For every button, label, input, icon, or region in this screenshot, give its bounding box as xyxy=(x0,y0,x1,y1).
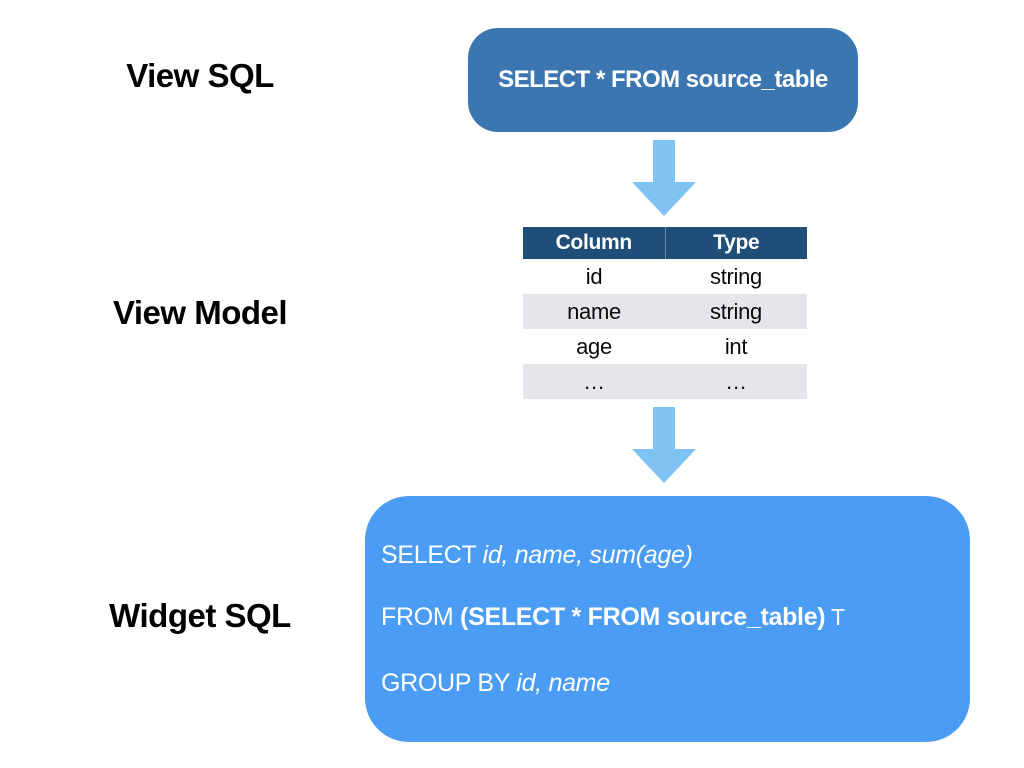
type-cell: int xyxy=(724,333,748,359)
sql-keyword: SELECT xyxy=(381,541,483,569)
type-header: Type xyxy=(664,227,807,259)
view-model-table: Column Type id string name string age in… xyxy=(523,227,807,399)
widget-sql-from-line: FROM (SELECT * FROM source_table) T xyxy=(381,602,960,632)
sql-alias: T xyxy=(825,604,845,630)
view-sql-box: SELECT * FROM source_table xyxy=(468,28,858,132)
table-row: … … xyxy=(523,364,807,399)
widget-sql-groupby-line: GROUP BY id, name xyxy=(381,668,960,698)
column-cell: name xyxy=(567,298,621,324)
table-row: name string xyxy=(523,294,807,329)
sql-fields: id, name, sum(age) xyxy=(482,541,693,569)
down-arrow-icon xyxy=(632,140,696,216)
column-cell: id xyxy=(585,263,603,289)
widget-sql-select-line: SELECT id, name, sum(age) xyxy=(381,540,960,570)
label-widget-sql: Widget SQL xyxy=(109,597,291,634)
table-row: age int xyxy=(523,329,807,364)
label-view-sql: View SQL xyxy=(126,57,274,94)
sql-subquery: (SELECT * FROM source_table) xyxy=(460,603,826,631)
sql-keyword: FROM xyxy=(381,603,461,631)
type-cell: string xyxy=(710,263,762,289)
down-arrow-icon xyxy=(632,407,696,483)
widget-sql-box: SELECT id, name, sum(age) FROM (SELECT *… xyxy=(365,496,970,742)
sql-keyword: GROUP BY xyxy=(381,669,517,697)
column-header: Column xyxy=(523,227,665,259)
type-cell: … xyxy=(725,368,747,394)
view-sql-query-text: SELECT * FROM source_table xyxy=(498,66,828,93)
type-cell: string xyxy=(710,298,762,324)
column-cell: age xyxy=(576,333,612,359)
label-view-model: View Model xyxy=(112,294,288,331)
sql-fields: id, name xyxy=(516,669,610,697)
table-header-row: Column Type xyxy=(523,227,807,259)
table-row: id string xyxy=(523,259,807,294)
column-cell: … xyxy=(583,368,605,394)
